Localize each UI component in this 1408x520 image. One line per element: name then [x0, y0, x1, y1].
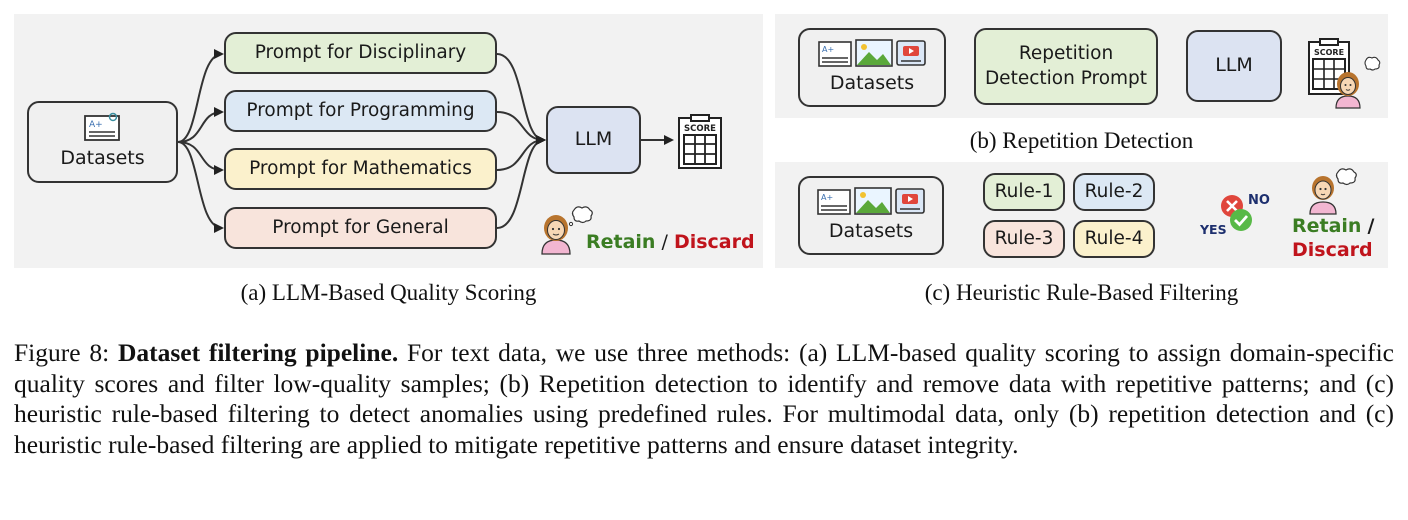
datasets-label: Datasets: [60, 147, 145, 170]
datasets-label-b: Datasets: [829, 71, 915, 94]
prompt-mathematics-label: Prompt for Mathematics: [249, 157, 472, 179]
rule-1-label: Rule-1: [994, 180, 1054, 202]
score-clipboard-icon: SCORE: [678, 114, 722, 169]
datasets-label-c: Datasets: [828, 219, 914, 242]
rule-4-box: Rule-4: [1073, 220, 1155, 258]
rule-2-label: Rule-2: [1084, 180, 1144, 202]
document-icon: A+: [818, 40, 852, 67]
score-text: SCORE: [684, 124, 716, 134]
discard-label-c: Discard: [1292, 239, 1373, 261]
repetition-prompt-box: Repetition Detection Prompt: [974, 28, 1158, 105]
retain-label: Retain: [586, 231, 656, 253]
image-icon: [855, 38, 893, 67]
svg-text:A+: A+: [821, 193, 833, 202]
person-thinking-icon: [541, 206, 593, 255]
prompt-general-box: Prompt for General: [224, 207, 497, 249]
rule-3-label: Rule-3: [994, 227, 1054, 249]
caption-c: (c) Heuristic Rule-Based Filtering: [924, 280, 1239, 305]
retain-label-c: Retain: [1292, 215, 1362, 237]
figure-caption: Figure 8: Dataset filtering pipeline. Fo…: [14, 338, 1394, 460]
retain-discard-text: Retain / Discard: [586, 231, 755, 253]
llm-box: LLM: [546, 106, 641, 174]
no-label: NO: [1248, 193, 1270, 208]
yes-label: YES: [1199, 222, 1227, 237]
llm-label: LLM: [574, 128, 613, 151]
prompt-programming-label: Prompt for Programming: [246, 99, 475, 121]
video-icon: [896, 39, 926, 66]
prompt-programming-box: Prompt for Programming: [224, 90, 497, 132]
retain-discard-text-c: Retain / Discard: [1292, 214, 1374, 262]
discard-label: Discard: [673, 231, 755, 253]
dataset-icons: A+: [817, 186, 925, 215]
score-clipboard-person-icon: SCORE: [1308, 38, 1381, 109]
figure-caption-label: Figure 8:: [14, 338, 118, 367]
prompt-disciplinary-box: Prompt for Disciplinary: [224, 32, 497, 74]
llm-box-b: LLM: [1186, 30, 1282, 102]
figure-caption-title: Dataset filtering pipeline.: [117, 338, 399, 367]
score-text-b: SCORE: [1314, 48, 1344, 57]
datasets-box: A+ Datasets: [27, 101, 178, 183]
caption-b: (b) Repetition Detection: [969, 128, 1194, 153]
rule-2-box: Rule-2: [1073, 173, 1155, 211]
repetition-prompt-label: Repetition Detection Prompt: [984, 42, 1148, 89]
slash-separator-c: /: [1367, 215, 1375, 237]
svg-text:A+: A+: [89, 120, 103, 130]
image-icon: [854, 186, 892, 215]
rule-1-box: Rule-1: [983, 173, 1065, 211]
datasets-box-c: A+ Datasets: [798, 176, 944, 255]
rule-4-label: Rule-4: [1084, 227, 1144, 249]
yes-no-icon: NO YES: [1199, 193, 1270, 237]
svg-text:A+: A+: [822, 45, 834, 54]
prompt-disciplinary-label: Prompt for Disciplinary: [254, 41, 467, 63]
llm-label-b: LLM: [1215, 54, 1253, 77]
slash-separator: /: [655, 231, 674, 253]
prompt-general-label: Prompt for General: [272, 216, 449, 238]
dataset-icons: A+: [818, 38, 926, 67]
prompt-mathematics-box: Prompt for Mathematics: [224, 148, 497, 190]
figure-caption-body: For text data, we use three methods: (a)…: [14, 338, 1401, 459]
document-icon: A+: [817, 188, 851, 215]
video-icon: [895, 187, 925, 214]
rule-3-box: Rule-3: [983, 220, 1065, 258]
datasets-box-b: A+ Datasets: [798, 28, 946, 107]
caption-a: (a) LLM-Based Quality Scoring: [240, 280, 537, 305]
person-thinking-icon: [1309, 168, 1357, 215]
document-icon: A+: [83, 112, 120, 142]
